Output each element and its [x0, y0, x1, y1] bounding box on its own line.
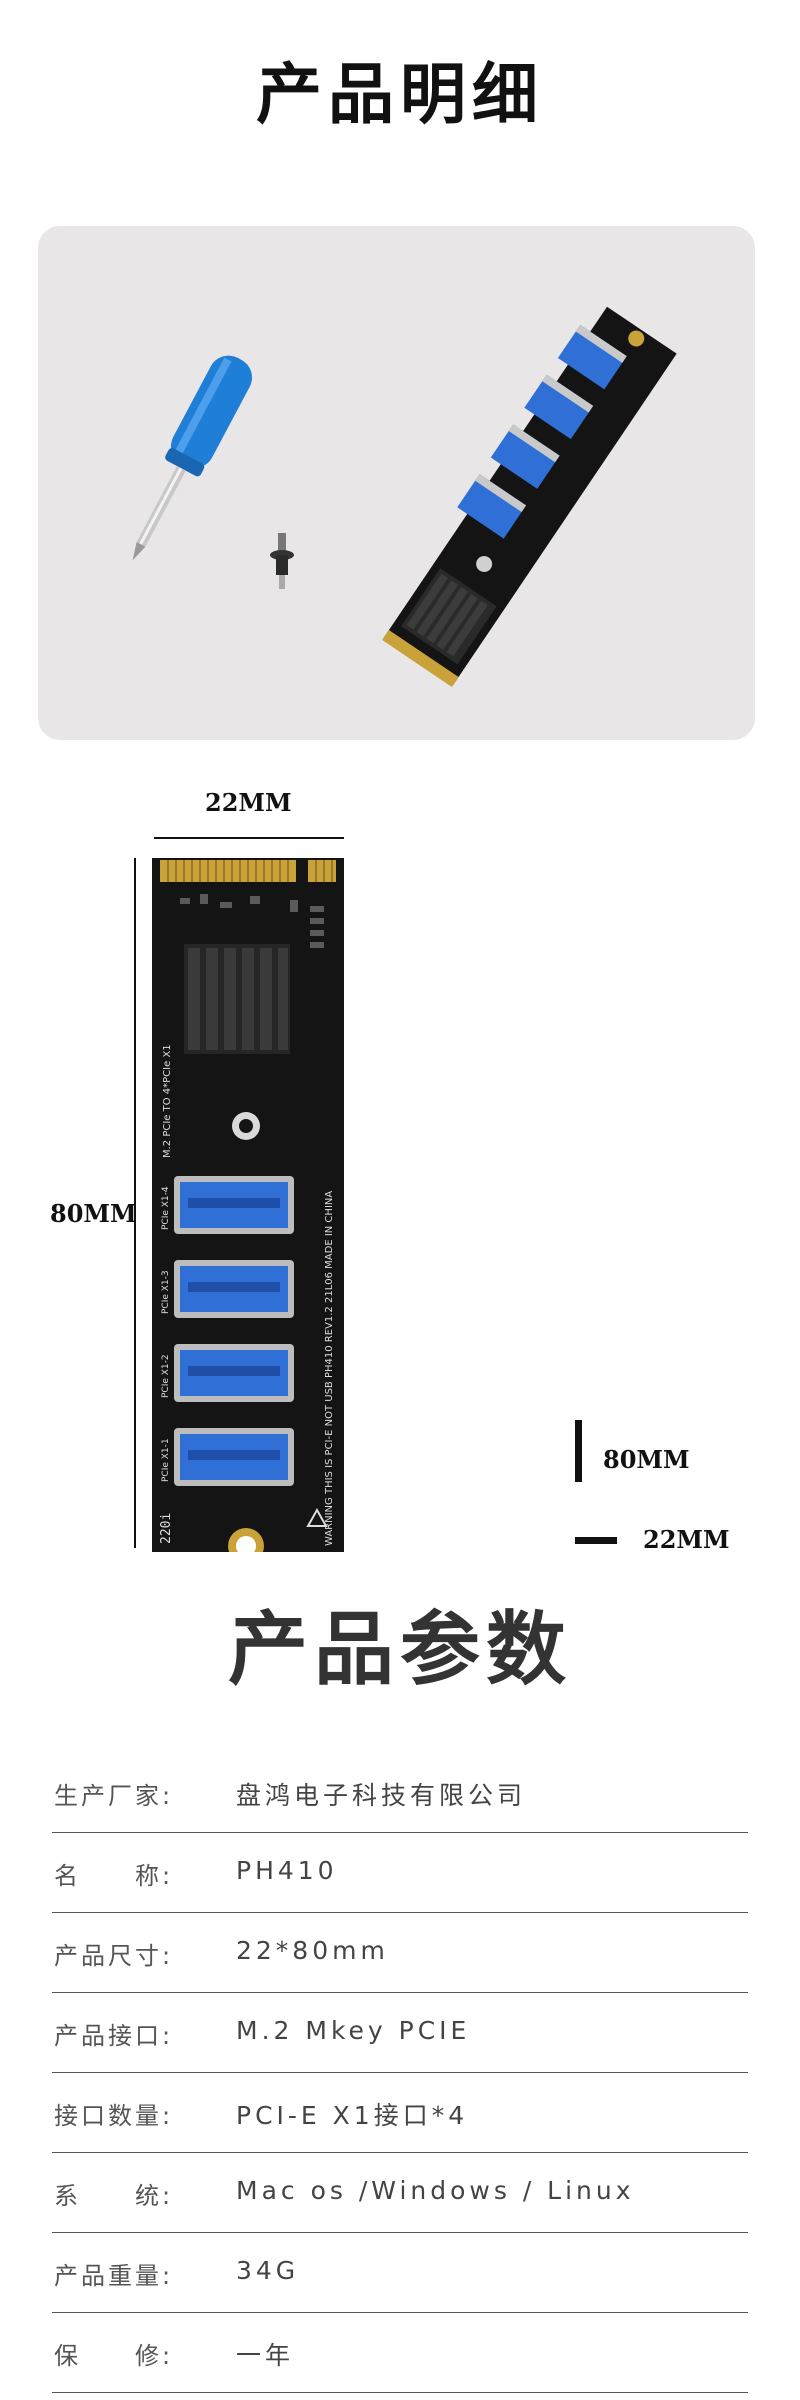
silk-right: WARNING THIS IS PCI-E NOT USB PH410 REV1…: [324, 1191, 335, 1546]
port-label-2: PCIe X1-2: [161, 1354, 171, 1398]
spec-label: 产品重量:: [54, 2262, 174, 2290]
spec-value: PH410: [236, 1856, 338, 1885]
usb-port-icon: [174, 1344, 294, 1402]
spec-row-name: 名 称: PH410: [52, 1832, 748, 1913]
silk-left: M.2 PCIe TO 4*PCIe X1: [162, 1044, 173, 1158]
port-label-3: PCIe X1-3: [161, 1270, 171, 1314]
legend-length-label: 80MM: [603, 1445, 690, 1474]
length-dimension-line: [134, 858, 136, 1548]
spec-value: PCI-E X1接口*4: [236, 2101, 469, 2130]
spec-value: 一年: [236, 2341, 295, 2370]
spec-label: 产品尺寸:: [54, 1942, 174, 1970]
board-width-label: 22MM: [205, 788, 292, 817]
warning-triangle-icon: [306, 1507, 328, 1527]
product-photo-panel: [38, 226, 755, 740]
angled-board-image: [382, 306, 677, 687]
board-length-label: 80MM: [50, 1199, 137, 1228]
usb-port-icon: [174, 1260, 294, 1318]
legend-width-bar: [575, 1537, 617, 1544]
spec-value: Mac os /Windows / Linux: [236, 2176, 635, 2205]
standoff-screw-icon: [270, 533, 294, 589]
gold-fingers-icon: [160, 860, 336, 882]
corner-code: 220i: [159, 1513, 174, 1544]
port-label-1: PCIe X1-1: [161, 1438, 171, 1482]
spec-label: 系 统:: [54, 2182, 174, 2210]
spec-label: 保 修:: [54, 2342, 174, 2370]
spec-label: 名 称:: [54, 1862, 174, 1890]
legend-width-label: 22MM: [643, 1525, 730, 1554]
width-dimension-line: [154, 837, 344, 839]
heatsink-icon: [184, 944, 290, 1054]
spec-value: 22*80mm: [236, 1936, 389, 1965]
board-top-view: M.2 PCIe TO 4*PCIe X1 WARNING THIS IS PC…: [152, 858, 344, 1552]
spec-value: 盘鸿电子科技有限公司: [236, 1781, 527, 1810]
spec-row-weight: 产品重量: 34G: [52, 2232, 748, 2313]
legend-length-bar: [575, 1420, 582, 1482]
spec-row-size: 产品尺寸: 22*80mm: [52, 1912, 748, 1993]
params-title: 产品参数: [228, 1603, 572, 1696]
spec-row-manufacturer: 生产厂家: 盘鸿电子科技有限公司: [52, 1752, 748, 1833]
product-photo: [132, 306, 677, 687]
usb-port-icon: [174, 1428, 294, 1486]
spec-label: 产品接口:: [54, 2022, 174, 2050]
usb-port-icon: [174, 1176, 294, 1234]
spec-row-port-count: 接口数量: PCI-E X1接口*4: [52, 2072, 748, 2153]
spec-value: M.2 Mkey PCIE: [236, 2016, 471, 2045]
spec-label: 生产厂家:: [54, 1782, 174, 1810]
screwdriver-icon: [132, 355, 253, 561]
spec-row-system: 系 统: Mac os /Windows / Linux: [52, 2152, 748, 2233]
details-title: 产品明细: [256, 56, 544, 133]
spec-value: 34G: [236, 2256, 300, 2285]
spec-row-interface: 产品接口: M.2 Mkey PCIE: [52, 1992, 748, 2073]
spec-label: 接口数量:: [54, 2102, 174, 2130]
port-label-4: PCIe X1-4: [161, 1186, 171, 1230]
spec-row-warranty: 保 修: 一年: [52, 2312, 748, 2393]
